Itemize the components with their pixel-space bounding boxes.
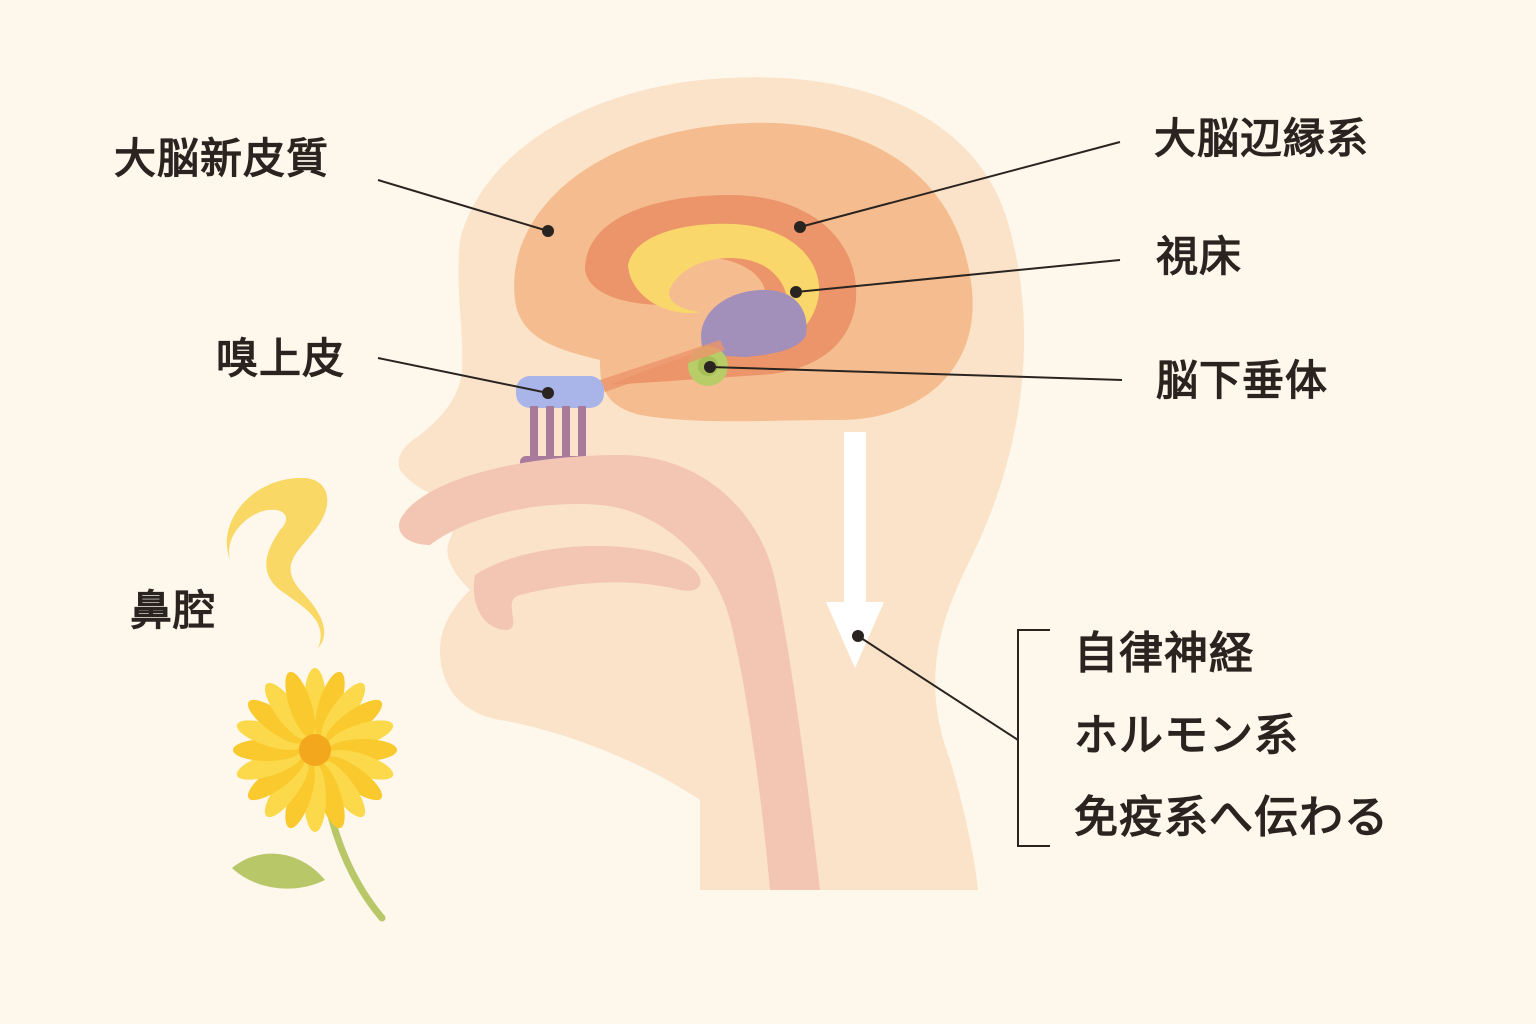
leader-dots: [542, 221, 864, 642]
nasal-throat-tissue: [399, 455, 820, 890]
label-nasal-cavity: 鼻腔: [130, 586, 217, 635]
flower-icon: [232, 668, 397, 922]
signal-arrow: [826, 432, 884, 668]
leader-lines: [377, 141, 1123, 847]
olfactory-bulb: [516, 376, 604, 408]
cerebrum: [514, 122, 973, 422]
effect-hormone: ホルモン系: [1074, 710, 1299, 761]
label-neocortex: 大脳新皮質: [114, 134, 330, 183]
oral-tissue: [473, 545, 701, 630]
label-pituitary: 脳下垂体: [1156, 356, 1329, 405]
thalamus-shape: [628, 223, 820, 345]
effect-autonomic: 自律神経: [1074, 628, 1254, 679]
olfactory-tract: [600, 340, 725, 392]
label-olfactory-epithelium: 嗅上皮: [216, 334, 346, 383]
scent-wisp-icon: [226, 477, 328, 648]
label-thalamus: 視床: [1156, 232, 1243, 281]
effect-immune: 免疫系へ伝わる: [1074, 792, 1389, 843]
label-limbic-system: 大脳辺縁系: [1154, 114, 1370, 163]
pituitary-region: [701, 289, 807, 357]
